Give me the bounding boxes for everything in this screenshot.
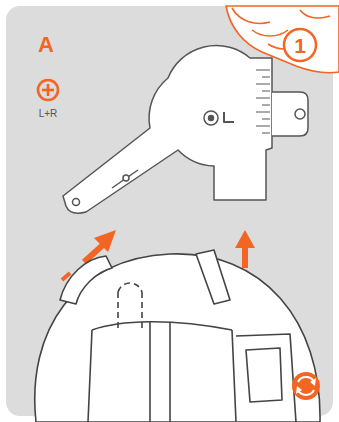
seat-shell bbox=[35, 250, 320, 422]
section-letter: A bbox=[38, 34, 54, 56]
callout-number: 1 bbox=[294, 35, 306, 56]
plus-icon bbox=[38, 80, 58, 100]
callout-circle bbox=[284, 29, 316, 61]
rotate-icon bbox=[292, 372, 320, 400]
side-note: L+R bbox=[39, 109, 58, 119]
hinge-part bbox=[63, 46, 308, 214]
